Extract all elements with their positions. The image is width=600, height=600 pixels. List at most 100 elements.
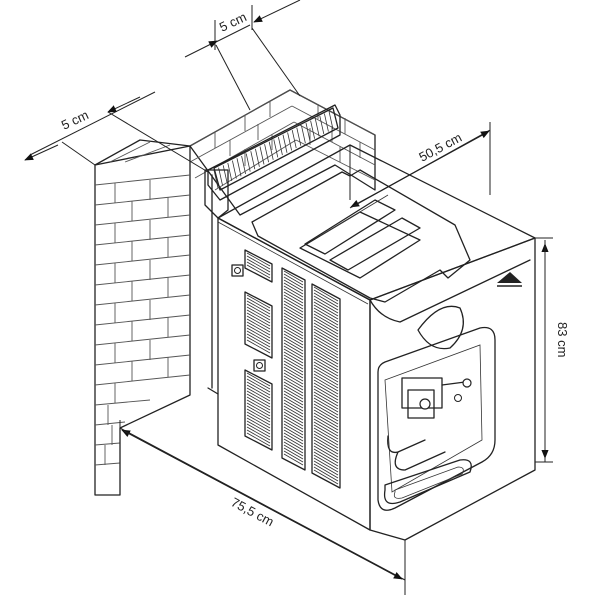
vent-slat: [313, 346, 339, 362]
vent-slat: [283, 303, 304, 316]
vent-slat: [246, 261, 271, 276]
grille-slat: [264, 144, 269, 163]
vent-slat: [283, 393, 304, 406]
vent-slat: [313, 388, 339, 404]
vent-slat: [313, 469, 339, 485]
vent-slat: [246, 297, 271, 312]
vent-slat: [246, 384, 271, 399]
vent-slat: [246, 300, 271, 315]
grille-slat: [301, 125, 306, 144]
vent-slat: [283, 414, 304, 427]
vent-slat: [313, 301, 339, 317]
vent-slat: [313, 343, 339, 359]
vent-slat: [313, 430, 339, 446]
vent-slat: [283, 363, 304, 376]
grille-slat: [213, 169, 219, 189]
grille-slat: [259, 146, 265, 165]
vent-slat: [313, 352, 339, 368]
vent-slat: [313, 442, 339, 458]
front-dispenser: [377, 305, 496, 511]
vent-slat: [246, 339, 271, 354]
vent-slat: [283, 402, 304, 415]
dimension-lines: [24, 0, 553, 595]
label-wall-gap-top: 5 cm: [217, 9, 249, 35]
vent-slat: [246, 315, 271, 330]
vent-slat: [283, 294, 304, 307]
grille-slat: [287, 132, 292, 151]
vent-slat: [283, 288, 304, 301]
vent-slat: [246, 327, 271, 342]
vent-slat: [283, 423, 304, 436]
vent-slat: [283, 291, 304, 304]
vent-slat: [313, 307, 339, 323]
vent-slat: [283, 408, 304, 421]
vent-slat: [246, 378, 271, 393]
grille-slat: [314, 118, 320, 137]
left-wall: [94, 139, 191, 496]
vent-slat: [313, 340, 339, 356]
vent-slat: [313, 361, 339, 377]
vent-slat: [246, 330, 271, 345]
grille-slat: [245, 153, 251, 172]
vent-slat: [313, 298, 339, 314]
vent-slat: [313, 316, 339, 332]
vent-slat: [313, 349, 339, 365]
grille-slat: [282, 134, 288, 153]
vent-slat: [246, 375, 271, 390]
vent-slat: [283, 378, 304, 391]
vent-slat: [246, 408, 271, 423]
label-height: 83 cm: [555, 322, 570, 357]
vent-slat: [283, 405, 304, 418]
vent-slat: [283, 426, 304, 439]
vent-slat: [283, 411, 304, 424]
vent-slat: [283, 285, 304, 298]
vent-slat: [283, 369, 304, 382]
vent-slat: [283, 360, 304, 373]
vent-slat: [246, 411, 271, 426]
vent-slat: [313, 463, 339, 479]
vent-slat: [313, 319, 339, 335]
vent-slat: [246, 399, 271, 414]
vent-slat: [283, 342, 304, 355]
vent-slat: [283, 315, 304, 328]
vent-slat: [283, 270, 304, 283]
grille-slat: [296, 127, 302, 146]
grille-slat: [328, 111, 334, 130]
vent-slat: [246, 387, 271, 402]
grille-slat: [319, 115, 325, 135]
vent-slat: [313, 457, 339, 473]
vent-slat: [313, 427, 339, 443]
vent-slat: [313, 325, 339, 341]
vent-slat: [313, 403, 339, 419]
vent-slat: [313, 292, 339, 308]
grille-slat: [305, 122, 311, 142]
vent-slat: [313, 424, 339, 440]
side-panel-vents: [231, 249, 341, 489]
vent-slat: [283, 390, 304, 403]
vent-slat: [283, 366, 304, 379]
vent-slat: [246, 393, 271, 408]
grille-slat: [310, 120, 315, 139]
vent-slat: [246, 426, 271, 441]
vent-slat: [313, 433, 339, 449]
vent-slat: [246, 252, 271, 267]
vent-slat: [283, 381, 304, 394]
top-lid: [251, 169, 471, 303]
vent-slat: [313, 385, 339, 401]
vent-slat: [283, 375, 304, 388]
vent-slat: [283, 384, 304, 397]
vent-slat: [246, 318, 271, 333]
vent-slat: [246, 420, 271, 435]
vent-slat: [283, 279, 304, 292]
vent-slat: [283, 399, 304, 412]
vent-slat: [283, 318, 304, 331]
vent-slat: [283, 273, 304, 286]
vent-slat: [246, 423, 271, 438]
vent-slat: [246, 333, 271, 348]
grille-slat: [255, 148, 260, 167]
grille-slat: [291, 129, 297, 149]
grille-slat: [278, 137, 283, 156]
vent-slat: [313, 451, 339, 467]
vent-slat: [313, 331, 339, 347]
